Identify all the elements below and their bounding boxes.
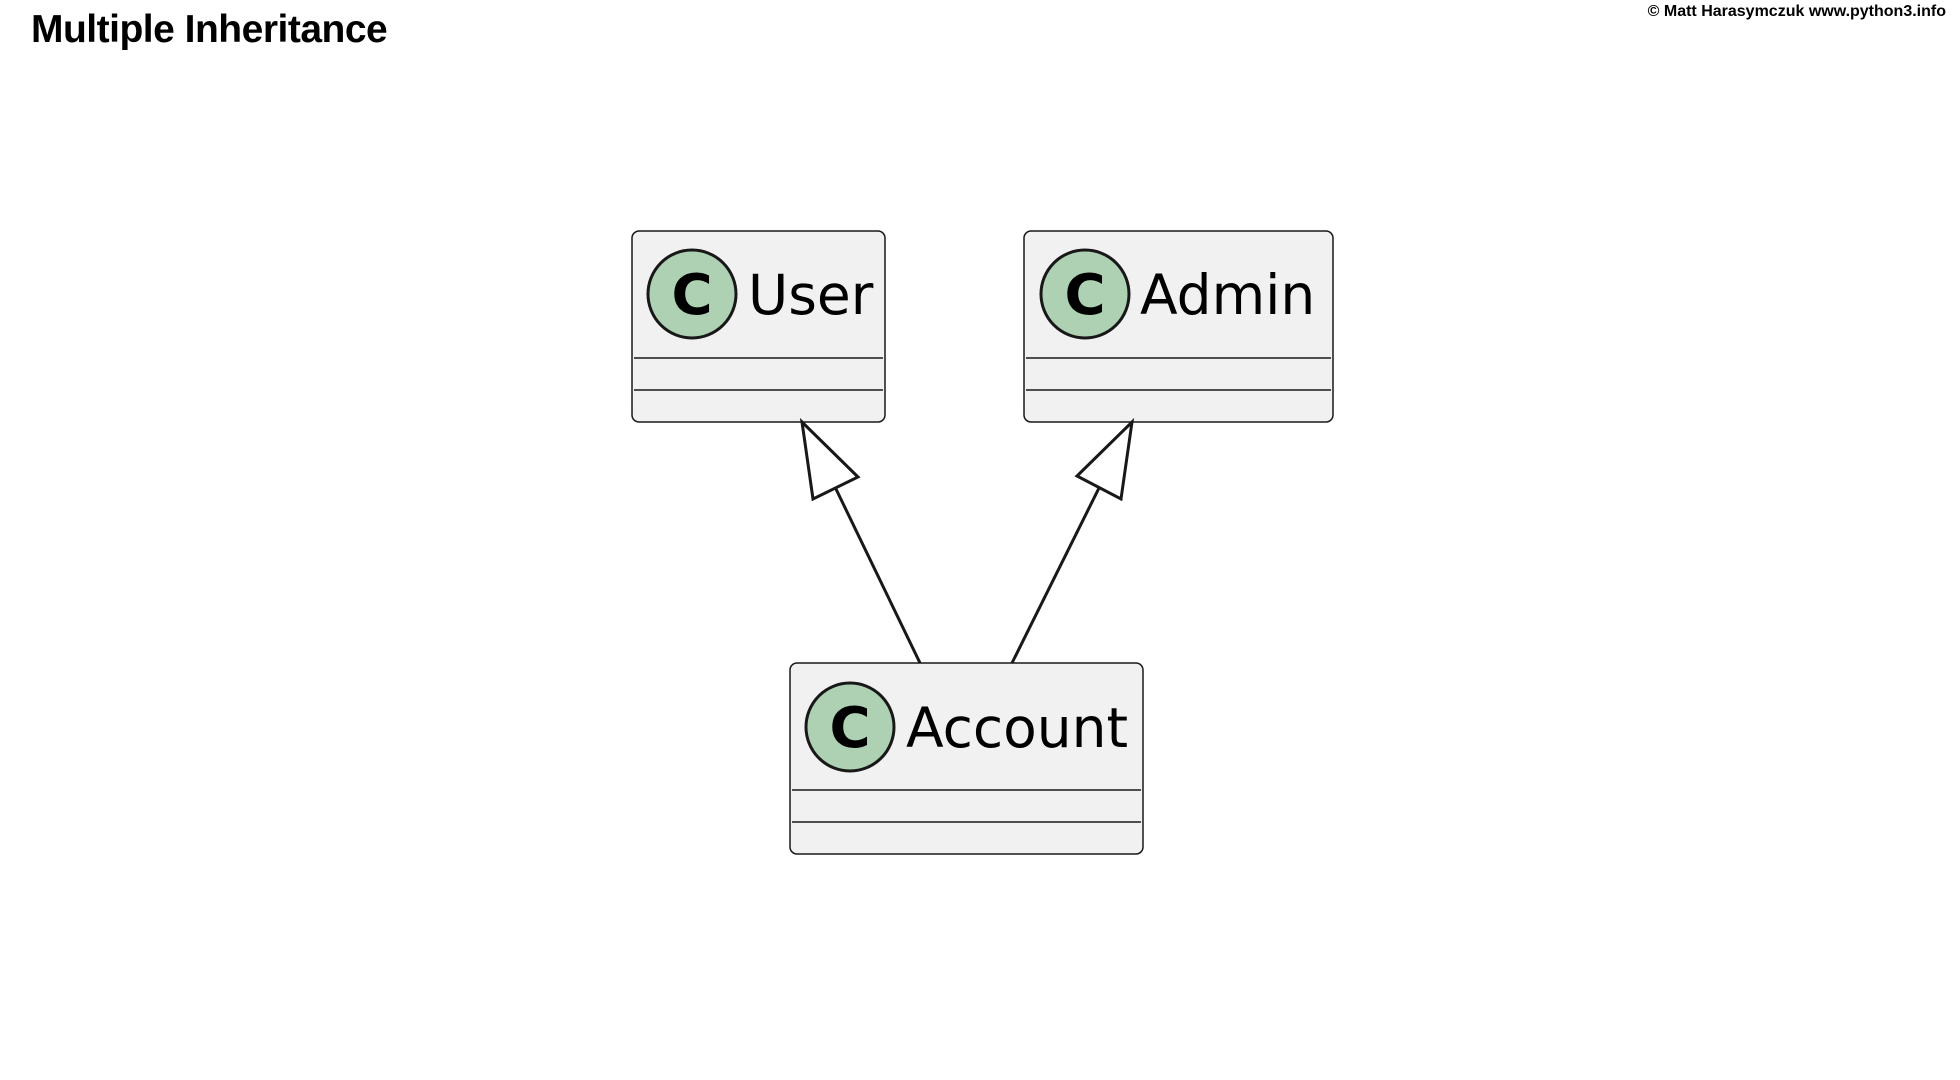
class-name: Account bbox=[906, 696, 1128, 760]
hollow-triangle-icon bbox=[1074, 417, 1135, 502]
class-name: User bbox=[748, 263, 874, 327]
svg-text:C: C bbox=[1064, 263, 1105, 328]
page-title: Multiple Inheritance bbox=[31, 8, 388, 51]
class-stereotype-icon: C bbox=[804, 681, 896, 773]
class-stereotype-icon: C bbox=[646, 248, 738, 340]
class-stereotype-icon: C bbox=[1039, 248, 1131, 340]
class-admin[interactable]: C Admin bbox=[1023, 230, 1334, 423]
class-name: Admin bbox=[1140, 263, 1315, 327]
hollow-triangle-icon bbox=[799, 417, 861, 502]
svg-text:C: C bbox=[829, 696, 870, 761]
copyright-notice: © Matt Harasymczuk www.python3.info bbox=[1647, 3, 1946, 20]
inheritance-arrow-account-admin bbox=[1010, 417, 1135, 664]
class-account[interactable]: C Account bbox=[789, 662, 1144, 855]
class-user[interactable]: C User bbox=[631, 230, 886, 423]
svg-text:C: C bbox=[671, 263, 712, 328]
inheritance-arrow-account-user bbox=[799, 417, 922, 664]
